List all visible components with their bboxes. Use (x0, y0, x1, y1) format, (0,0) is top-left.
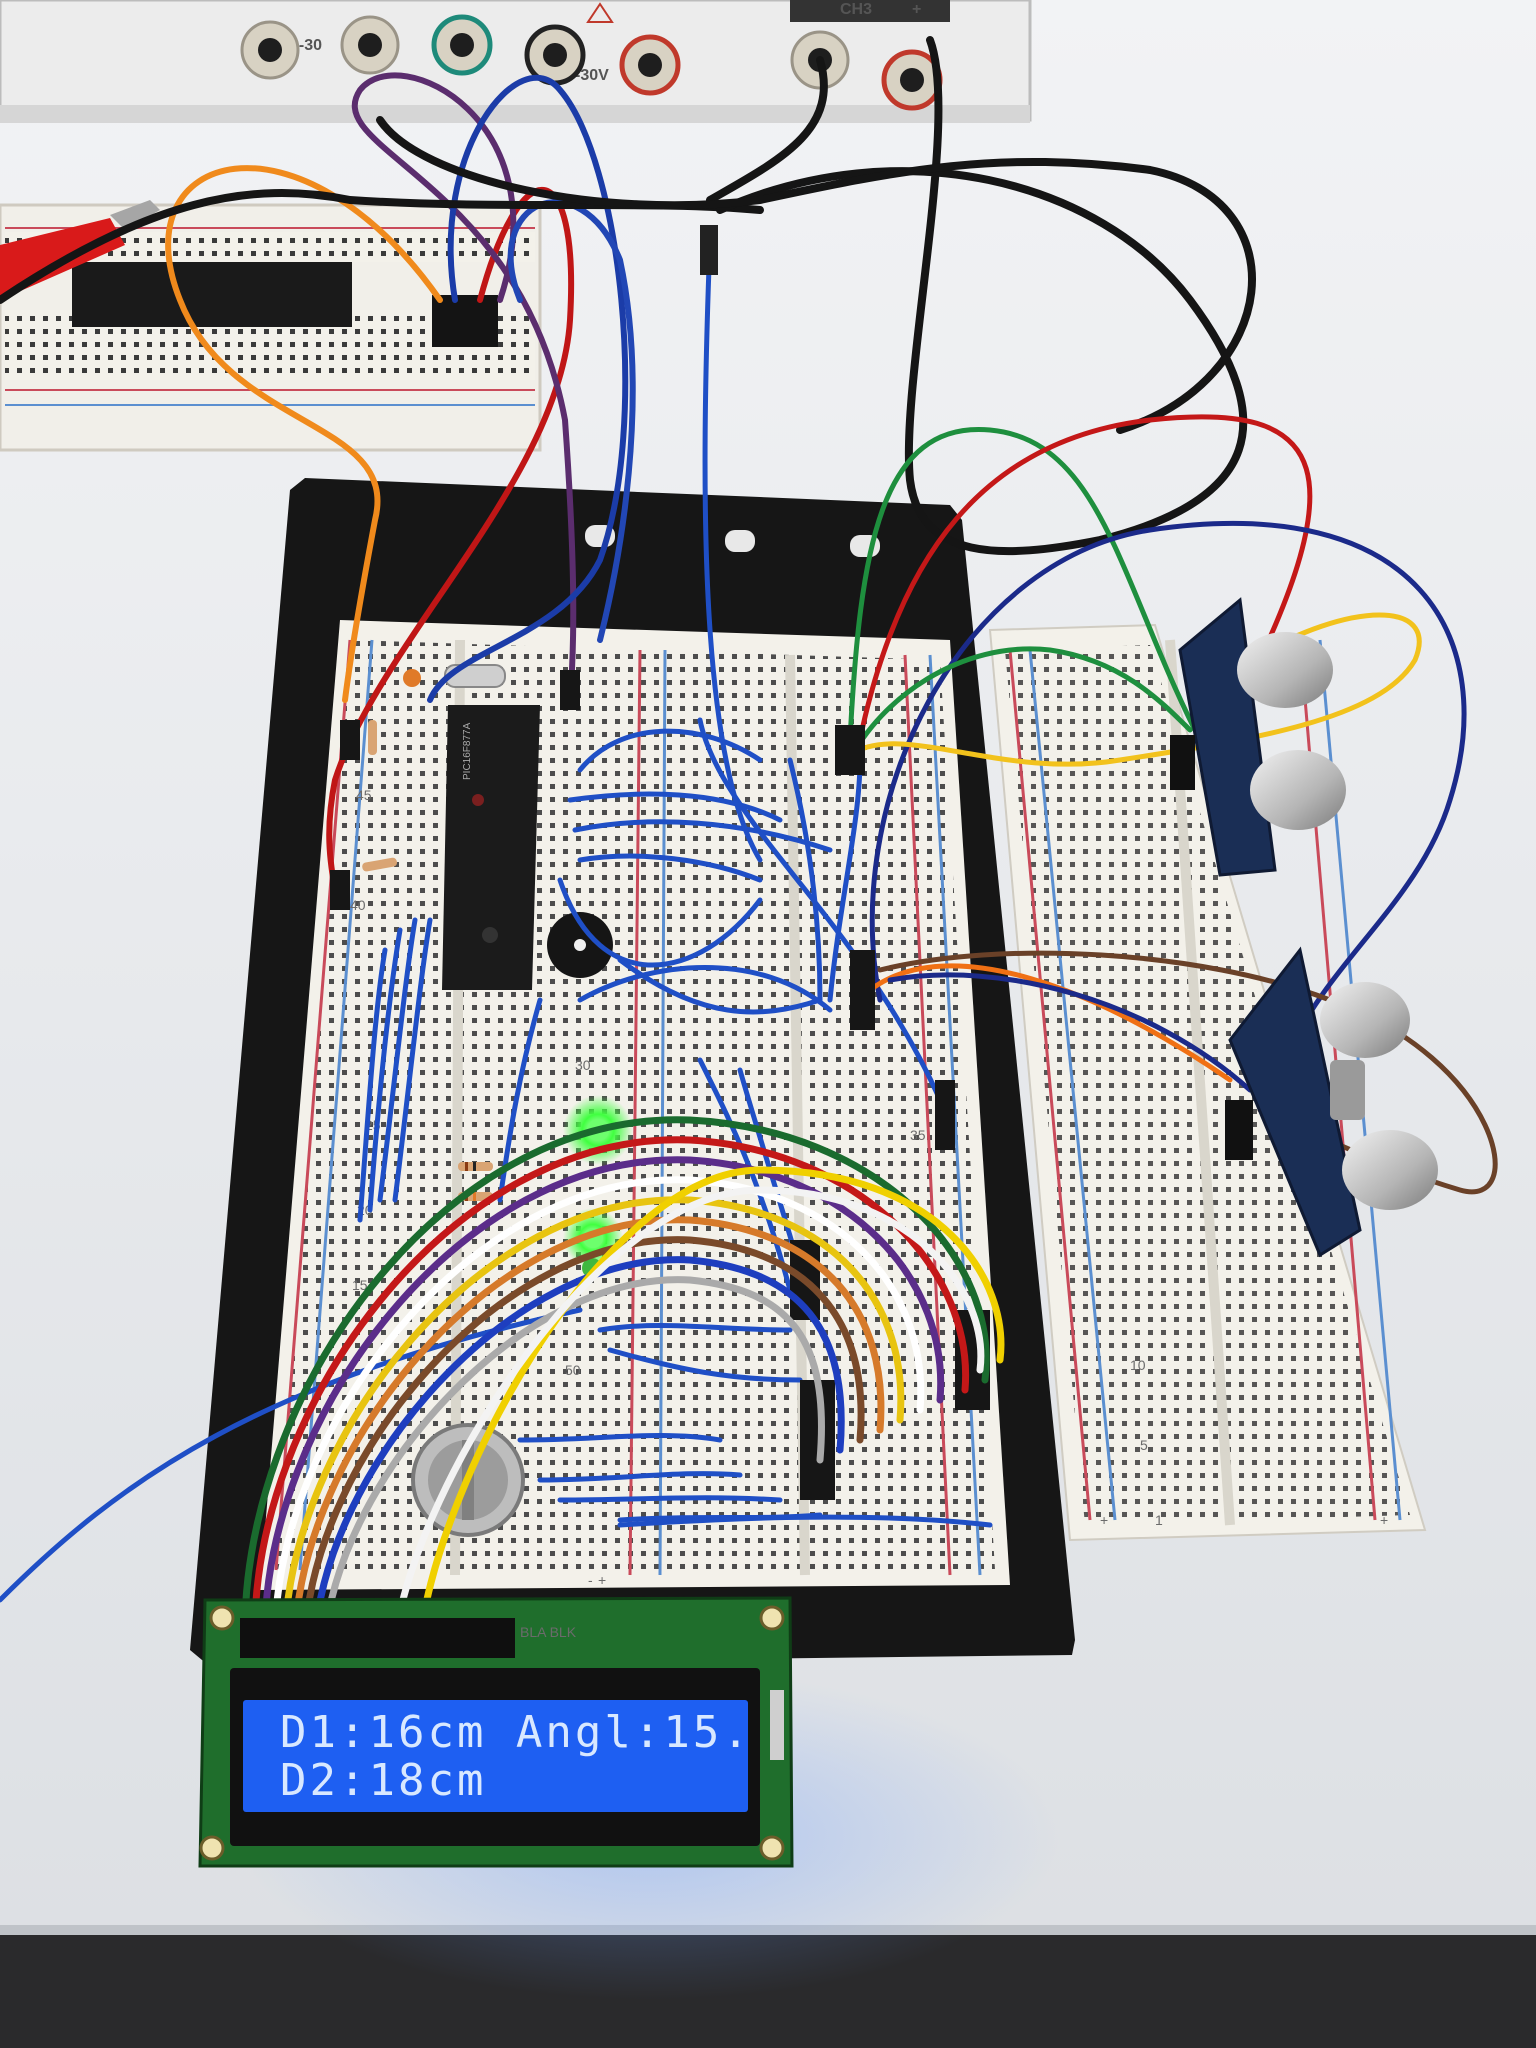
pin-header (560, 670, 580, 710)
binding-post[interactable] (340, 15, 400, 75)
row-number: 40 (350, 897, 366, 913)
binding-post[interactable] (619, 34, 681, 96)
rail-plus-label: + (598, 1572, 606, 1588)
rail-plus-label: + (1380, 1512, 1388, 1528)
capacitor (403, 669, 421, 687)
jumper-wires-blue (0, 237, 993, 1603)
row-number: 10 (1130, 1357, 1146, 1373)
lcd-module: BLA BLK D1:16cm Angl:15. D2:18cm (198, 1596, 1060, 2000)
binding-post[interactable] (240, 20, 300, 80)
row-number: 1 (1155, 1512, 1163, 1528)
row-number: 45 (356, 787, 372, 803)
warning-icon (586, 2, 614, 23)
ultrasonic-sensor-top (1170, 597, 1346, 877)
channel-panel (790, 0, 950, 22)
pin-header (340, 720, 360, 760)
row-number: 5 (1140, 1437, 1148, 1453)
sensor-wires (847, 414, 1498, 1195)
rail-minus-label: - (588, 1572, 593, 1588)
ultrasonic-sensor-bottom (1225, 946, 1438, 1258)
long-wires (165, 72, 636, 893)
lcd-screen (243, 1700, 748, 1812)
pin-header (835, 725, 865, 775)
right-breadboard: 10 5 1 + + (988, 623, 1427, 1542)
lcd-ribbon-wires (241, 1116, 1005, 1649)
lcd-backlight-tab (770, 1690, 784, 1760)
pin-header (935, 1080, 955, 1150)
binding-post[interactable] (431, 14, 493, 76)
row-number: 30 (575, 1057, 591, 1073)
lcd-header-pins (240, 1618, 515, 1658)
microcontroller-chip: PIC16F877A (442, 705, 540, 990)
lcd-line-1: D1:16cm Angl:15. (280, 1707, 752, 1758)
row-number: 50 (565, 1362, 581, 1378)
voltage-label-right: -30V (575, 67, 609, 84)
row-number: 35 (910, 1127, 926, 1143)
power-supply: CH3 + 3-30 -30V (0, 0, 1032, 123)
lcd-header-label: BLA BLK (520, 1624, 577, 1640)
svg-text:PIC16F877A: PIC16F877A (462, 722, 473, 780)
resistor (368, 720, 377, 755)
pin-header (330, 870, 350, 910)
binding-post[interactable] (881, 49, 943, 111)
resistor (362, 857, 397, 872)
rail-plus-label: + (1100, 1512, 1108, 1528)
lcd-line-2: D2:18cm (280, 1755, 486, 1806)
wire-connector (700, 225, 718, 275)
buzzer (547, 912, 613, 978)
pin-header (850, 950, 875, 1030)
pin-header-top (432, 295, 498, 347)
row-number: 15 (352, 1277, 368, 1293)
binding-post[interactable] (524, 24, 586, 86)
crystal (444, 664, 506, 688)
channel-label: CH3 (840, 1, 872, 18)
black-cables (0, 36, 1256, 556)
resistor (458, 1162, 493, 1171)
ic-chip-top (72, 262, 352, 327)
channel-plus-label: + (912, 1, 921, 18)
